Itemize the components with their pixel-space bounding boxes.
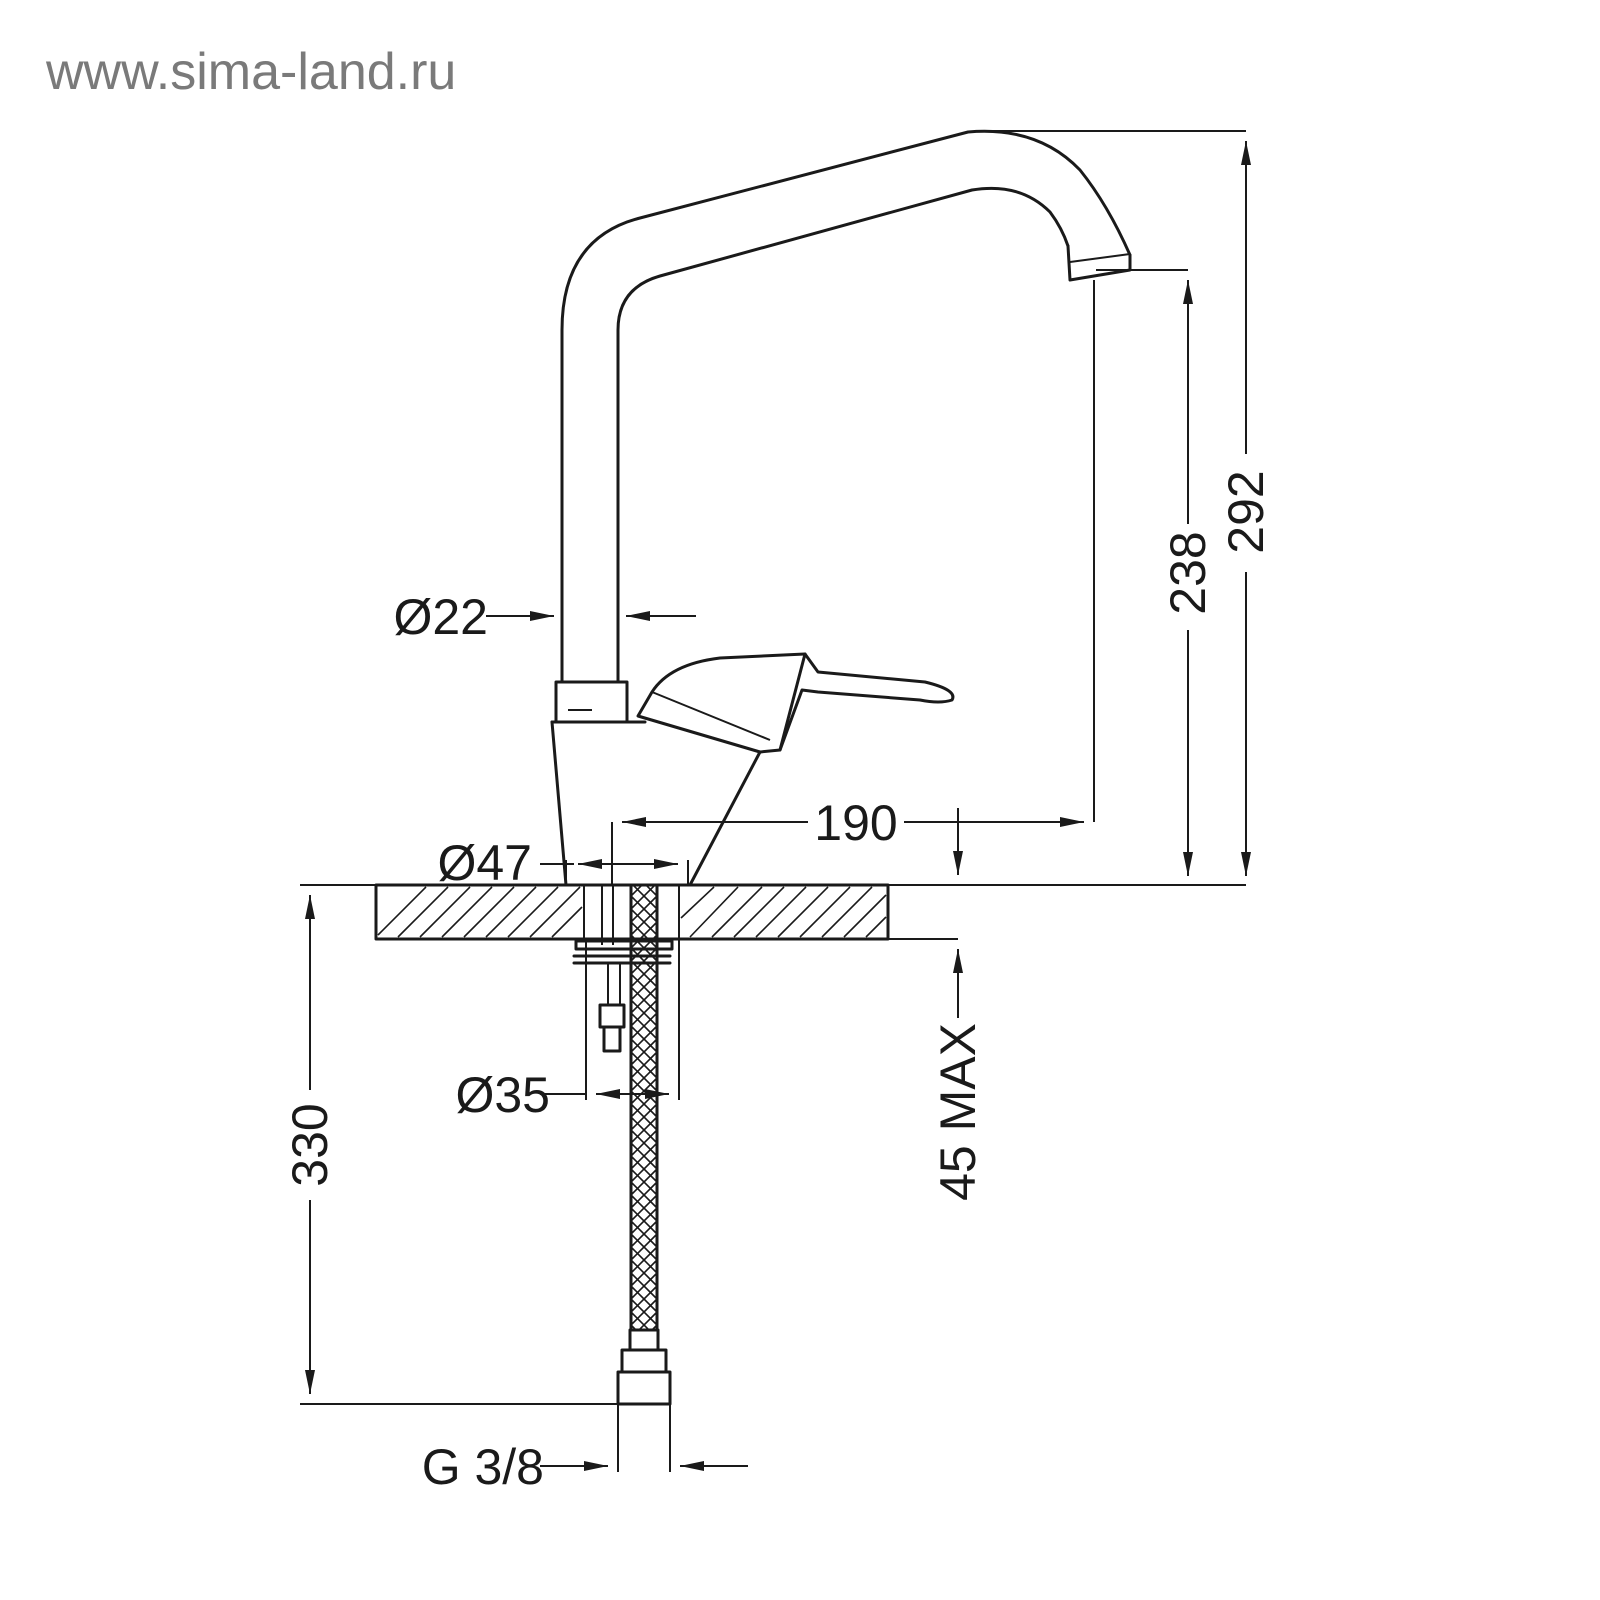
dim-330-label: 330 (282, 1103, 338, 1186)
lever-handle (636, 652, 955, 754)
braid-strand (630, 1051, 658, 1079)
dim-d47-label: Ø47 (437, 835, 532, 891)
dim-45max-label: 45 MAX (930, 1023, 986, 1201)
braid-strand (630, 947, 658, 975)
deck-hatching (377, 886, 887, 938)
dim-292-label: 292 (1218, 470, 1274, 553)
braid-strand (630, 908, 658, 936)
braid-strand (630, 1142, 658, 1170)
swivel-collar (554, 680, 629, 724)
braid-strand (630, 885, 657, 910)
dim-d35-label: Ø35 (455, 1067, 550, 1123)
mixer-body (550, 720, 762, 887)
braid-strand (630, 1025, 658, 1053)
braid-strand (630, 986, 658, 1014)
braid-strand (630, 1194, 658, 1222)
dim-238-label: 238 (1160, 531, 1216, 614)
braid-strand (630, 1298, 658, 1326)
braid-strand (630, 1012, 658, 1040)
braid-strand (630, 1155, 658, 1183)
dim-hose-length: 330 (282, 884, 618, 1405)
dim-thread: G 3/8 (422, 1404, 748, 1495)
braid-strand (630, 1246, 658, 1274)
dim-g38-label: G 3/8 (422, 1439, 544, 1495)
dim-max-thickness: 45 MAX (888, 808, 986, 1201)
braid-strand (630, 1116, 658, 1144)
braid-strand (630, 885, 644, 897)
braid-strand (630, 934, 658, 962)
braid-strand (630, 960, 658, 988)
dim-d22-label: Ø22 (393, 589, 488, 645)
dim-190-label: 190 (814, 795, 897, 851)
braid-strand (630, 1233, 658, 1261)
dim-spout-reach: 190 (611, 280, 1095, 885)
braided-hose (616, 883, 672, 1406)
braid-strand (637, 1311, 658, 1330)
dim-total-height: 292 (975, 130, 1274, 876)
braid-strand (630, 895, 658, 923)
braid-strand (630, 1207, 658, 1235)
braid-strand (630, 1103, 658, 1131)
braid-strand (630, 973, 658, 1001)
braid-strand (630, 1259, 658, 1287)
braid-strand (630, 999, 658, 1027)
braid-strand (630, 1129, 658, 1157)
braid-strand (630, 1038, 658, 1066)
dim-spout-diameter: Ø22 (393, 589, 696, 645)
watermark-text: www.sima-land.ru (45, 43, 456, 101)
dim-spout-height: 238 (1096, 269, 1216, 876)
braid-strand (630, 1168, 658, 1196)
spout (560, 129, 1132, 684)
braid-strand (630, 921, 658, 949)
braid-strand (630, 1064, 658, 1092)
dim-base-diameter: Ø47 (437, 835, 689, 891)
braid-strand (644, 885, 658, 897)
braid-strand (630, 1272, 658, 1300)
braid-strand (630, 1181, 658, 1209)
braid-strand (630, 1285, 658, 1313)
dim-shank-diameter: Ø35 (455, 939, 680, 1123)
braid-strand (630, 1220, 658, 1248)
